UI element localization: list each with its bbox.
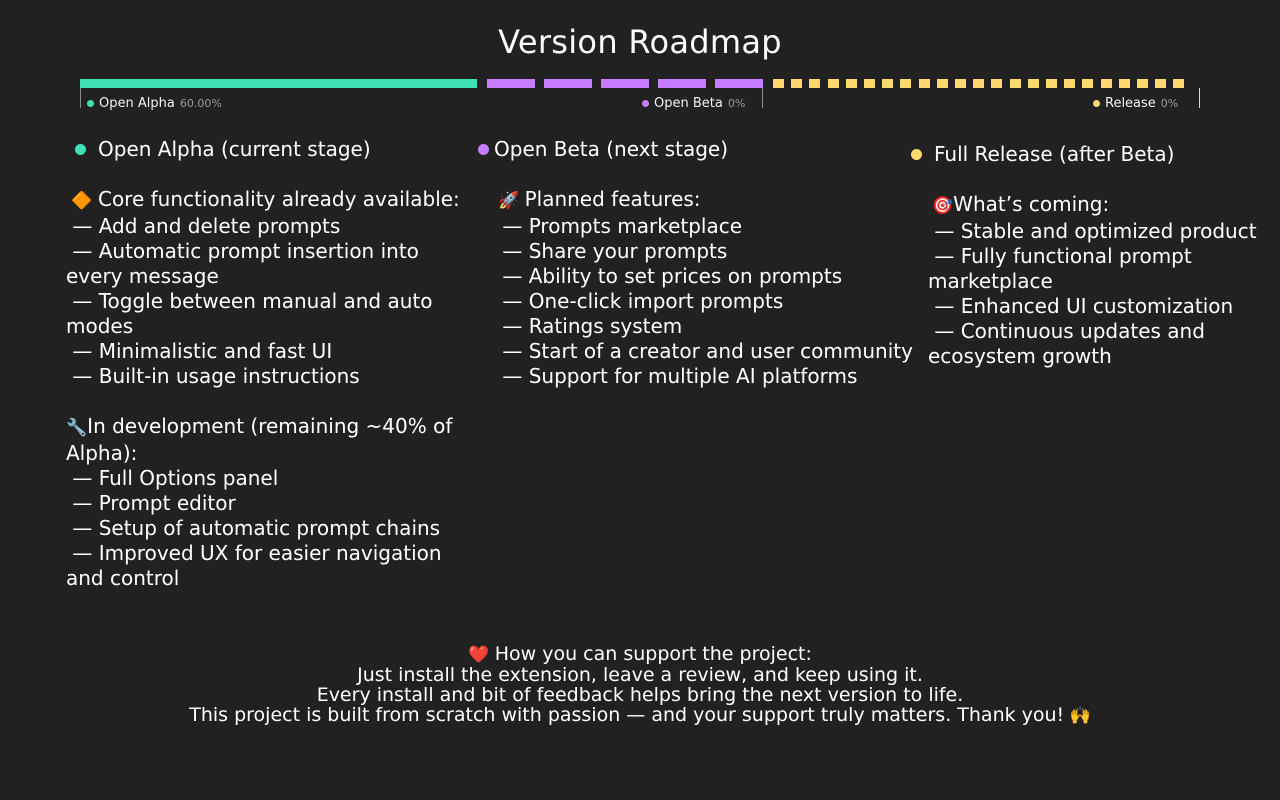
list-item: — Start of a creator and user community <box>496 339 913 363</box>
beta-milestone-percent: 0% <box>727 96 746 110</box>
page-title: Version Roadmap <box>498 23 782 61</box>
orange-diamond-icon: 🔶 <box>66 191 98 211</box>
support-line-3: This project is built from scratch with … <box>0 705 1280 726</box>
release-dot-icon <box>1093 99 1100 107</box>
alpha-header-dot-icon <box>75 144 86 155</box>
release-section-text: What’s coming: <box>953 192 1110 216</box>
beta-progress-dash <box>715 79 763 88</box>
support-line-1: Just install the extension, leave a revi… <box>357 664 923 686</box>
release-progress-dash <box>1119 79 1130 88</box>
release-progress-dash <box>1155 79 1166 88</box>
release-progress-dash <box>791 79 802 88</box>
list-item: — Built-in usage instructions <box>66 364 360 388</box>
release-progress-dash <box>773 79 784 88</box>
beta-column-header: Open Beta (next stage) <box>478 137 918 162</box>
alpha-section-available-title: 🔶 Core functionality already available: <box>66 187 466 214</box>
beta-column-title: Open Beta (next stage) <box>494 137 729 161</box>
list-item: — Setup of automatic prompt chains <box>66 516 441 540</box>
release-progress-dash <box>991 79 1002 88</box>
release-milestone-tick <box>1199 88 1200 108</box>
release-header-dot-icon <box>911 149 922 160</box>
alpha-dot-icon <box>87 99 94 107</box>
alpha-section-available-text: Core functionality already available: <box>97 187 460 211</box>
alpha-milestone-tick <box>80 88 81 108</box>
release-milestone-percent: 0% <box>1160 96 1179 110</box>
release-progress-dash <box>1046 79 1057 88</box>
release-progress-dash <box>1010 79 1021 88</box>
release-progress-dash <box>937 79 948 88</box>
beta-milestone-label: Open Beta 0% <box>642 95 745 111</box>
support-line-2: Every install and bit of feedback helps … <box>316 684 964 706</box>
beta-header-dot-icon <box>478 144 489 155</box>
release-column: Full Release (after Beta) 🎯What’s coming… <box>911 142 1273 369</box>
alpha-column: Open Alpha (current stage) 🔶 Core functi… <box>66 137 466 591</box>
release-progress-dash <box>900 79 911 88</box>
list-item: — Improved UX for easier navigation and … <box>66 541 448 590</box>
release-progress-dash <box>1082 79 1093 88</box>
release-column-title: Full Release (after Beta) <box>934 142 1175 166</box>
list-item: — Stable and optimized product <box>928 219 1257 243</box>
list-item: — Support for multiple AI platforms <box>496 364 858 388</box>
list-item: — Enhanced UI customization <box>928 294 1234 318</box>
list-item: — Ability to set prices on prompts <box>496 264 843 288</box>
list-item: — Automatic prompt insertion into every … <box>66 239 426 288</box>
release-milestone-name: Release <box>1105 95 1156 111</box>
list-item: — Prompt editor <box>66 491 236 515</box>
alpha-milestone-percent: 60.00% <box>179 96 222 110</box>
list-item: — Add and delete prompts <box>66 214 341 238</box>
release-milestone-label: Release 0% <box>1093 95 1178 111</box>
release-progress-dash <box>1064 79 1075 88</box>
alpha-milestone-label: Open Alpha 60.00% <box>87 95 222 111</box>
beta-section-text: Planned features: <box>524 187 701 211</box>
beta-milestone-name: Open Beta <box>654 95 723 111</box>
list-item: — Continuous updates and ecosystem growt… <box>928 319 1212 368</box>
release-progress-dash <box>1173 79 1184 88</box>
beta-column: Open Beta (next stage) 🚀 Planned feature… <box>478 137 918 389</box>
release-progress-dash <box>1101 79 1112 88</box>
list-item: — Share your prompts <box>496 239 728 263</box>
support-message: ❤️ How you can support the project: Just… <box>0 644 1280 726</box>
alpha-milestone-name: Open Alpha <box>99 95 175 111</box>
alpha-section-development-text: In development (remaining ~40% of Alpha)… <box>66 414 459 465</box>
wrench-icon: 🔧 <box>66 418 88 438</box>
alpha-section-development-title: 🔧In development (remaining ~40% of Alpha… <box>66 414 466 466</box>
alpha-column-title: Open Alpha (current stage) <box>98 137 371 161</box>
beta-progress-dash <box>658 79 706 88</box>
list-item: — Toggle between manual and auto modes <box>66 289 439 338</box>
beta-progress-dash <box>544 79 592 88</box>
heart-icon: ❤️ <box>468 645 495 665</box>
release-progress-dash <box>809 79 820 88</box>
beta-progress-dash <box>601 79 649 88</box>
release-progress-dash <box>846 79 857 88</box>
beta-progress-dash <box>487 79 535 88</box>
release-progress-dash <box>882 79 893 88</box>
list-item: — Minimalistic and fast UI <box>66 339 333 363</box>
support-heading: ❤️ How you can support the project: <box>0 644 1280 665</box>
release-progress-dash <box>919 79 930 88</box>
alpha-column-header: Open Alpha (current stage) <box>66 137 466 162</box>
release-progress-dash <box>1137 79 1148 88</box>
release-progress-dash <box>973 79 984 88</box>
list-item: — Fully functional prompt marketplace <box>928 244 1199 293</box>
list-item: — Prompts marketplace <box>496 214 743 238</box>
support-heading-text: How you can support the project: <box>494 643 812 665</box>
beta-section-title: 🚀 Planned features: <box>478 187 918 214</box>
beta-milestone-tick <box>762 88 763 108</box>
list-item: — Full Options panel <box>66 466 279 490</box>
list-item: — One-click import prompts <box>496 289 784 313</box>
alpha-progress-segment <box>80 79 477 88</box>
release-column-header: Full Release (after Beta) <box>911 142 1273 167</box>
release-section-title: 🎯What’s coming: <box>928 192 1273 219</box>
release-progress-dash <box>955 79 966 88</box>
release-progress-dash <box>864 79 875 88</box>
release-progress-dash <box>1028 79 1039 88</box>
list-item: — Ratings system <box>496 314 683 338</box>
raised-hands-icon: 🙌 <box>1064 706 1091 726</box>
beta-dot-icon <box>642 99 649 107</box>
support-line-3-text: This project is built from scratch with … <box>189 704 1065 726</box>
release-progress-dash <box>828 79 839 88</box>
rocket-icon: 🚀 <box>498 191 525 211</box>
target-icon: 🎯 <box>932 196 954 216</box>
